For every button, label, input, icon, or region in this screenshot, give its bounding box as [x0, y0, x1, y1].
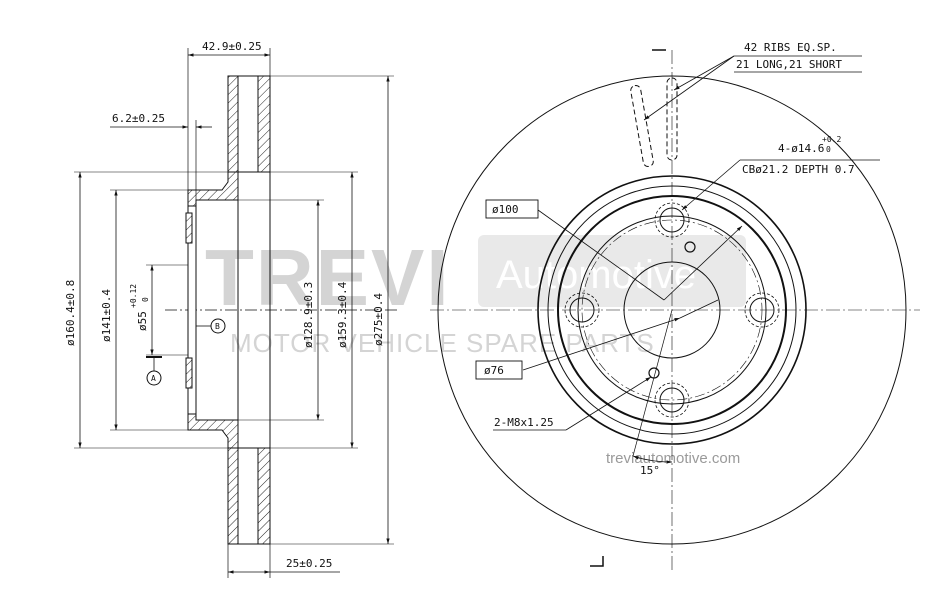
ribs-line1: 42 RIBS EQ.SP. [744, 41, 837, 54]
hub-flange-lower [185, 357, 193, 389]
side-view [74, 48, 400, 578]
angle-arc [632, 455, 673, 464]
pcd-label: ø100 [492, 203, 519, 216]
rib-short [630, 85, 654, 167]
disc-outer-plate-top [257, 75, 271, 173]
leader-holes [681, 159, 741, 211]
hub-flange-upper [185, 212, 193, 244]
thread-hole-1 [684, 241, 696, 253]
angle-line [632, 309, 673, 457]
front-view [430, 49, 920, 570]
holes-label: 4-ø14.6 [778, 142, 824, 155]
bolt-hole-bottom [654, 382, 690, 418]
disc-outer-plate-bottom [257, 447, 271, 545]
holes-tol-upper: +0.2 [822, 135, 841, 144]
watermark-brand-sub: Automotive [496, 253, 696, 297]
dim-d141: ø141±0.4 [100, 289, 113, 342]
friction-ring-inner [537, 175, 807, 445]
hub-section-top [187, 171, 239, 207]
watermark: TREVI Automotive MOTOR VEHICLE SPARE PAR… [205, 233, 746, 467]
datum-b-label: B [215, 322, 220, 331]
hub-section-bottom [187, 413, 239, 449]
disc-inner-plate-bottom [227, 447, 239, 545]
leader-ribs [643, 55, 735, 121]
hat-outer [547, 185, 797, 435]
watermark-brand-box [478, 235, 746, 307]
hat-wall [557, 195, 787, 425]
disc-outer-edge [437, 75, 907, 545]
counterbore-label: CBø21.2 DEPTH 0.7 [742, 163, 855, 176]
dim-overall-thickness: 42.9±0.25 [202, 40, 262, 53]
leader-pcd [537, 209, 665, 301]
center-bore [623, 261, 721, 359]
leader-bore [679, 299, 719, 319]
dim-hub-thickness: 6.2±0.25 [112, 112, 165, 125]
bore-label: ø76 [484, 364, 504, 377]
dim-d160: ø160.4±0.8 [64, 280, 77, 346]
front-view-labels: 42 RIBS EQ.SP. 21 LONG,21 SHORT 4-ø14.6 … [484, 41, 855, 477]
bore-box [475, 360, 523, 380]
dim-d55-tol-lower: 0 [141, 297, 150, 302]
section-mark-bottom [590, 556, 604, 567]
leader-threads [565, 376, 652, 431]
datum-b-circle [210, 318, 226, 334]
leader-pcd [663, 225, 743, 301]
leader-bore [522, 317, 681, 371]
side-view-labels: 42.9±0.25 6.2±0.25 25±0.25 ø160.4±0.8 ø1… [64, 40, 385, 570]
hub-step [577, 215, 767, 405]
rib-long [666, 77, 678, 161]
leader-ribs [673, 55, 735, 91]
dim-disc-thickness: 25±0.25 [286, 557, 332, 570]
dim-d55: ø55 [136, 311, 149, 331]
dim-d128: ø128.9±0.3 [302, 282, 315, 348]
holes-tol-lower: 0 [826, 145, 831, 154]
dim-d159: ø159.3±0.4 [336, 281, 349, 348]
pcd-box [485, 199, 539, 219]
ribs-line2: 21 LONG,21 SHORT [736, 58, 842, 71]
angle-label: 15° [640, 464, 660, 477]
dim-d275: ø275±0.4 [372, 293, 385, 346]
threads-label: 2-M8x1.25 [494, 416, 554, 429]
pcd-circle [581, 219, 763, 401]
bolt-hole-left [564, 292, 600, 328]
bolt-hole-right [744, 292, 780, 328]
bolt-hole-top [654, 202, 690, 238]
datum-a-label: A [151, 374, 156, 383]
datum-a-circle [146, 370, 162, 386]
disc-inner-plate-top [227, 75, 239, 173]
dim-d55-tol-upper: +0.12 [129, 284, 138, 308]
watermark-website: treviautomotive.com [606, 450, 740, 467]
watermark-brand: TREVI [205, 233, 451, 322]
